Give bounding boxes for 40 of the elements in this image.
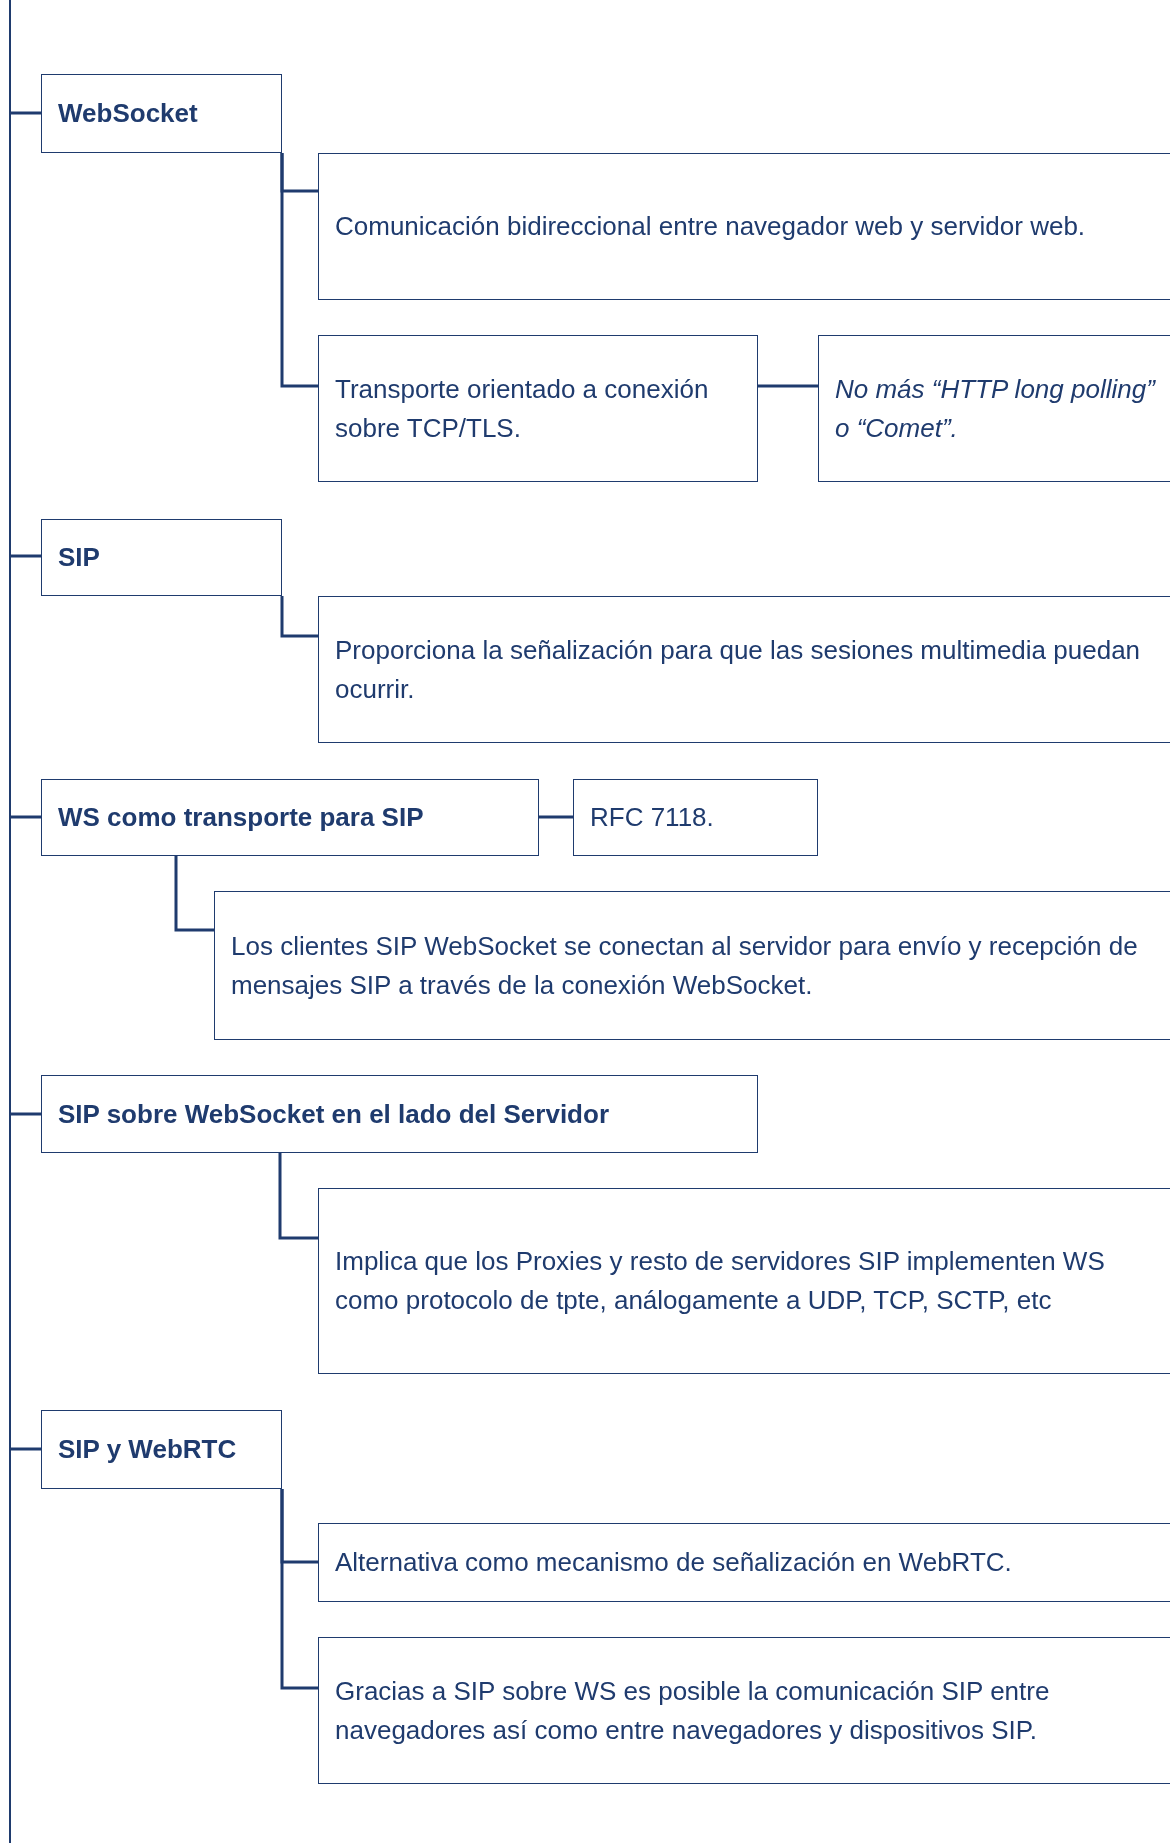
topic-title: WebSocket [58, 97, 198, 130]
connector-line [280, 1489, 318, 1690]
topic-box [41, 1075, 758, 1153]
connector-line [278, 1153, 318, 1240]
connector-line [539, 815, 573, 819]
connector-line [280, 153, 318, 388]
connector-line [174, 856, 214, 932]
detail-text: Proporciona la señalización para que las sesiones multimedia puedan ocurrir. [335, 633, 1142, 706]
topic-box [41, 74, 282, 153]
detail-text: Comunicación bidireccional entre navegador web y servidor web. [335, 210, 1086, 243]
detail-text: Transporte orientado a conexión sobre TCP/TLS. [335, 372, 710, 445]
detail-box [318, 596, 1170, 743]
topic-title: SIP sobre WebSocket en el lado del Servidor [58, 1097, 609, 1131]
connector-line [10, 554, 41, 558]
topic-box [41, 779, 539, 856]
detail-box [573, 779, 818, 856]
detail-box [818, 335, 1170, 482]
connector-line [10, 111, 41, 115]
detail-box [318, 335, 758, 482]
topic-box [41, 1410, 282, 1489]
detail-text: No más “HTTP long polling” o “Comet”. [835, 372, 1157, 445]
topic-title: SIP [58, 541, 100, 574]
topic-title: SIP y WebRTC [58, 1433, 237, 1466]
detail-text: RFC 7118. [590, 801, 714, 834]
topic-box [41, 519, 282, 596]
detail-text: Implica que los Proxies y resto de servidores SIP implementen WS como protocolo de tpte, análogamente a UDP, TCP, SCTP, etc [335, 1245, 1106, 1317]
detail-text: Gracias a SIP sobre WS es posible la comunicación SIP entre navegadores así como entre navegadores y dispositivos SIP. [335, 1674, 1051, 1747]
detail-box [318, 1637, 1170, 1784]
connector-line [10, 1112, 41, 1116]
detail-box [318, 1523, 1170, 1602]
connector-line [10, 1447, 41, 1451]
detail-box [318, 153, 1170, 300]
detail-text: Los clientes SIP WebSocket se conectan al servidor para envío y recepción de mensajes SIP a través de la conexión WebSocket. [231, 929, 1139, 1002]
detail-box [318, 1188, 1170, 1374]
connector-line [10, 815, 41, 819]
topic-title: WS como transporte para SIP [58, 801, 424, 834]
detail-box [214, 891, 1170, 1040]
connector-line [758, 384, 818, 388]
detail-text: Alternativa como mecanismo de señalización en WebRTC. [335, 1546, 1012, 1579]
connector-line [280, 596, 318, 638]
